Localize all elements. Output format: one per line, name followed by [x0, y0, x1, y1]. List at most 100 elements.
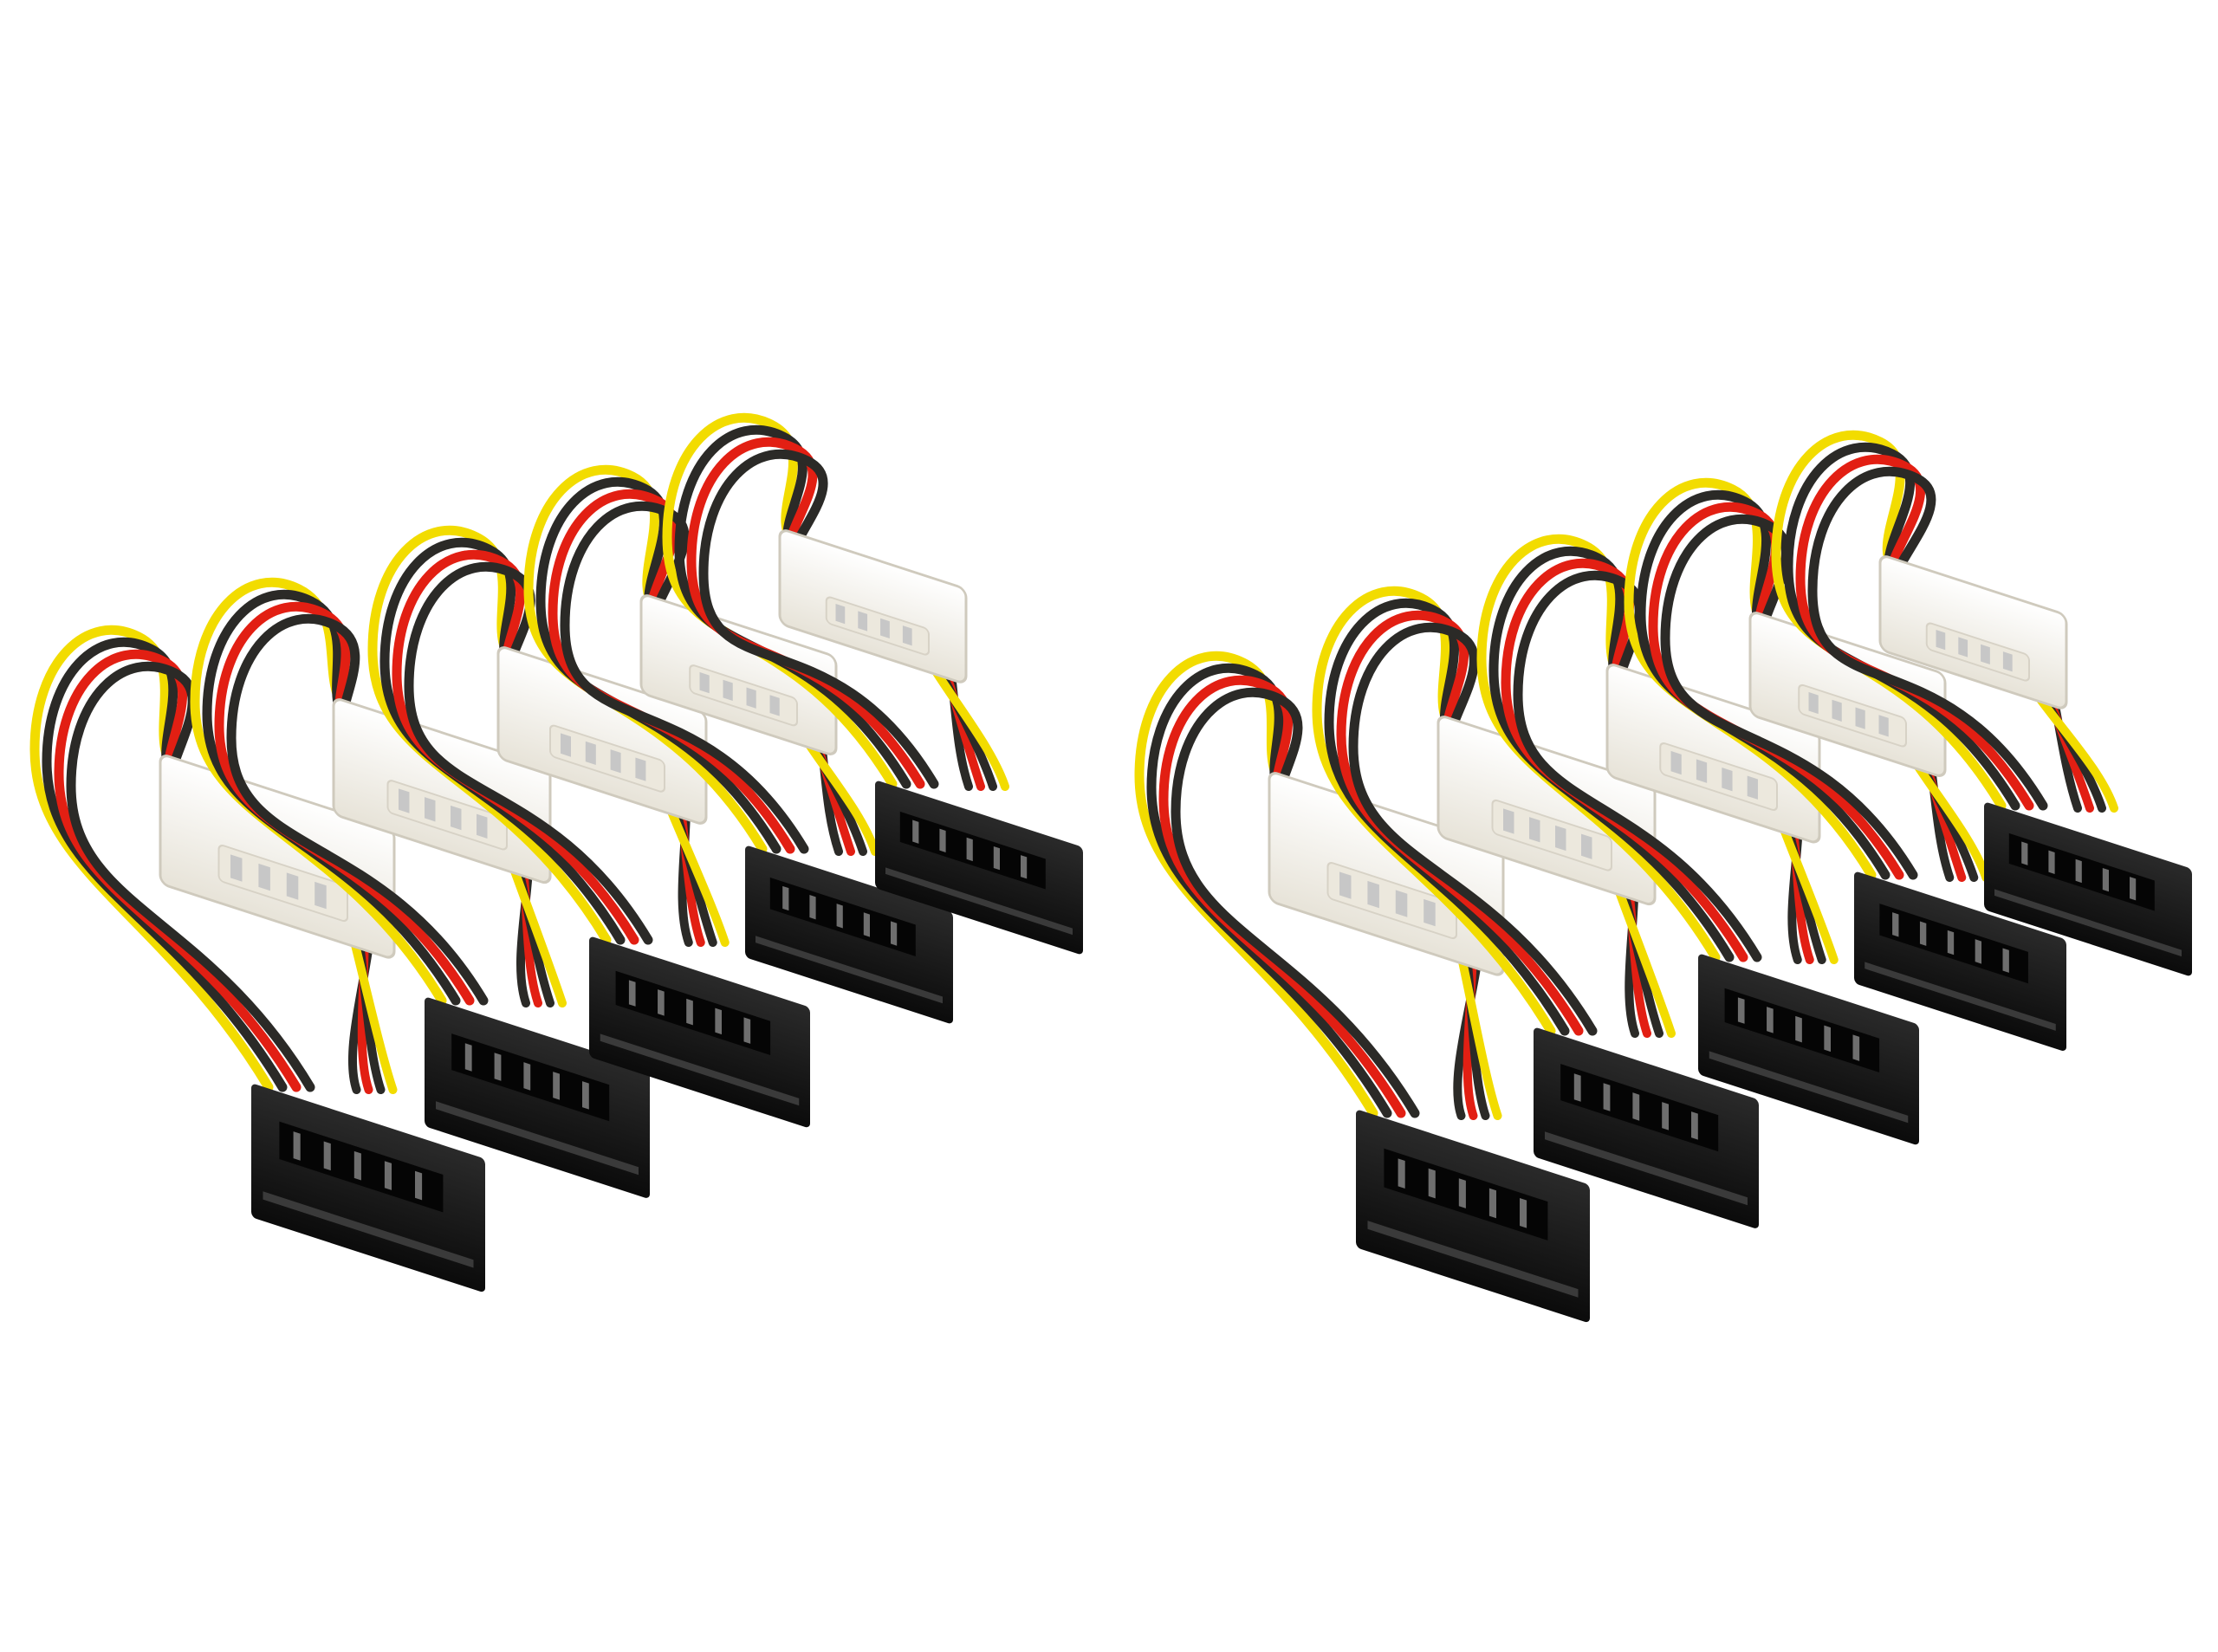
wire — [29, 625, 274, 1092]
sata-contact — [743, 1017, 751, 1044]
sata-edge — [1545, 1131, 1748, 1206]
molex-pin — [1855, 707, 1865, 729]
sata-edge — [436, 1101, 639, 1176]
sata-contact — [1852, 1034, 1860, 1061]
molex-pin — [1832, 699, 1842, 722]
wire — [1324, 598, 1570, 1036]
sata-contact — [1520, 1198, 1527, 1228]
sata-edge — [1709, 1051, 1909, 1124]
sata-contact — [1488, 1188, 1496, 1219]
cable-group-right — [1134, 430, 2192, 1323]
sata-connector — [875, 781, 1083, 955]
wire — [66, 661, 315, 1092]
sata-contact — [966, 837, 973, 862]
sata-slot — [1724, 988, 1880, 1072]
sata-contact — [323, 1141, 331, 1171]
molex-pin — [723, 679, 733, 702]
wire — [404, 561, 653, 945]
molex-pin — [746, 687, 756, 709]
molex-pin — [858, 611, 868, 632]
wire — [1312, 586, 1556, 1036]
sata-contact — [2002, 948, 2009, 973]
sata-contact — [1662, 1102, 1669, 1130]
sata-contact — [2021, 841, 2028, 865]
sata-edge — [885, 867, 1073, 936]
molex-pin — [769, 695, 780, 716]
sata-contact — [809, 894, 816, 920]
sata-contact — [658, 989, 665, 1016]
cable-group-left — [29, 412, 1083, 1292]
sata-contact — [891, 921, 898, 946]
sata-contact — [686, 998, 693, 1026]
wire — [698, 449, 939, 789]
wire — [1348, 622, 1598, 1036]
sata-contact — [1975, 939, 1981, 964]
molex-pin — [1878, 715, 1889, 737]
sata-contact — [1691, 1111, 1698, 1140]
sata-contact — [1603, 1083, 1611, 1111]
molex-pin — [286, 872, 299, 900]
sata-contact — [1892, 912, 1899, 937]
sata-contact — [1021, 855, 1028, 879]
molex-connector — [778, 529, 968, 683]
sata-edge — [1367, 1221, 1579, 1298]
sata-contact — [523, 1062, 531, 1091]
molex-connector — [496, 646, 708, 825]
sata-contact — [1428, 1168, 1436, 1199]
wire — [1158, 675, 1406, 1118]
molex-pin — [1581, 833, 1592, 859]
molex-pin — [635, 757, 646, 781]
molex-pin — [1529, 817, 1540, 843]
sata-connector — [589, 936, 810, 1128]
sata-contact — [2075, 858, 2082, 884]
molex-pin — [1747, 775, 1758, 800]
molex-connector — [1437, 716, 1657, 906]
wire — [54, 649, 302, 1092]
molex-pin — [1555, 825, 1566, 852]
sata-contact — [293, 1131, 301, 1161]
sata-contact — [494, 1053, 502, 1081]
molex-pin — [699, 671, 710, 694]
molex-pin — [1808, 691, 1819, 715]
wire — [1171, 687, 1420, 1118]
molex-pin — [1936, 629, 1946, 651]
sata-contact — [1458, 1178, 1466, 1208]
sata-contact — [715, 1007, 723, 1035]
wire — [1134, 651, 1378, 1118]
wire — [1807, 466, 2048, 811]
molex-pin — [1339, 871, 1352, 899]
molex-pin — [1367, 880, 1379, 909]
sata-connector — [1984, 802, 2192, 976]
molex-pin — [451, 805, 462, 831]
sata-contact — [353, 1150, 361, 1181]
molex-pin — [399, 788, 410, 813]
molex-pin — [425, 797, 436, 822]
molex-pin — [1424, 898, 1436, 927]
sata-power-adapter-cable — [1312, 586, 1759, 1228]
sata-slot — [1384, 1148, 1548, 1241]
sata-connector — [1534, 1027, 1759, 1228]
molex-pin — [610, 749, 621, 774]
molex-pin — [1670, 750, 1682, 775]
molex-pin — [477, 813, 488, 839]
molex-pin — [258, 863, 270, 891]
molex-pin — [1958, 637, 1968, 658]
molex-pin — [1722, 767, 1733, 792]
molex-pin — [1696, 759, 1708, 783]
sata-contact — [1573, 1073, 1581, 1102]
sata-contact — [836, 904, 843, 929]
molex-pin — [230, 854, 243, 882]
sata-slot — [2008, 832, 2155, 911]
sata-connector — [251, 1084, 485, 1292]
sata-connector — [1854, 871, 2066, 1051]
sata-contact — [553, 1072, 560, 1100]
sata-power-adapter-cable — [1771, 430, 2192, 976]
sata-slot — [451, 1033, 610, 1122]
wire — [1146, 663, 1392, 1118]
sata-connector — [1356, 1110, 1590, 1323]
sata-contact — [2048, 850, 2055, 875]
sata-contact — [912, 820, 919, 844]
sata-contact — [939, 828, 946, 853]
molex-connector — [1878, 555, 2068, 709]
molex-pin — [1981, 644, 1990, 665]
